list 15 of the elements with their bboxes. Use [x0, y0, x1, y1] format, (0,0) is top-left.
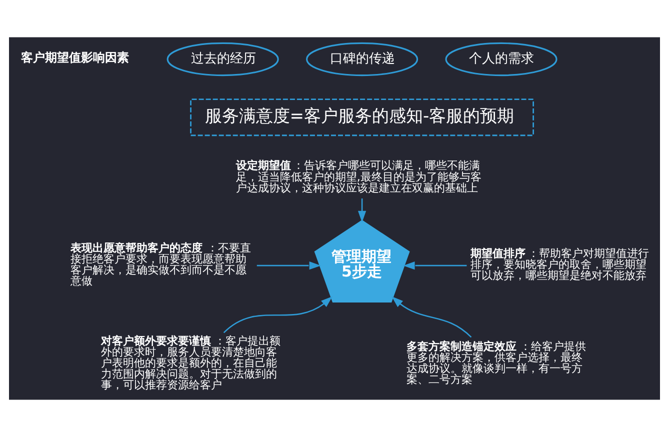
node-ellipse: 口碑的传递 [306, 42, 418, 76]
arrow [222, 296, 332, 334]
arrow [391, 296, 472, 338]
arrow [256, 262, 320, 270]
node-text: 设定期望值：告诉客户哪些可以满足，哪些不能满足，适当降低客户的期望,最终目的是为了能够与客户达成协议，这种协议应该是建立在双赢的基础上 [235, 159, 481, 194]
arrow [357, 198, 366, 222]
node-ellipse: 过去的经历 [166, 42, 278, 76]
node-text: 多套方案制造锚定效应：给客户提供更多的解决方案，供客户选择，最终达成协议。就像谈判一样，有一号方案、二号方案 [406, 340, 586, 386]
label: 客户期望值影响因素 [20, 50, 129, 64]
node-text: 对客户额外要求要谨慎：客户提出额外的要求时，服务人员要清楚地向客户表明他的要求是额外的，在自己能力范围内解决问题。对于无法做到的事，可以推荐资源给客户 [100, 334, 280, 392]
node-ellipse: 个人的需求 [444, 42, 557, 76]
node-box: 服务满意度=客户服务的感知-客服的预期 [190, 98, 534, 136]
node-text: 期望值排序：帮助客户对期望值进行排序，要知晓客户的取舍，哪些期望可以放弃，哪些期望是绝对不能放弃 [470, 246, 648, 282]
arrow [402, 262, 466, 270]
node-text: 表现出愿意帮助客户的态度：不要直接拒绝客户要求，而要表现愿意帮助客户解决，是确实做不到而不是不愿意做 [70, 241, 250, 288]
